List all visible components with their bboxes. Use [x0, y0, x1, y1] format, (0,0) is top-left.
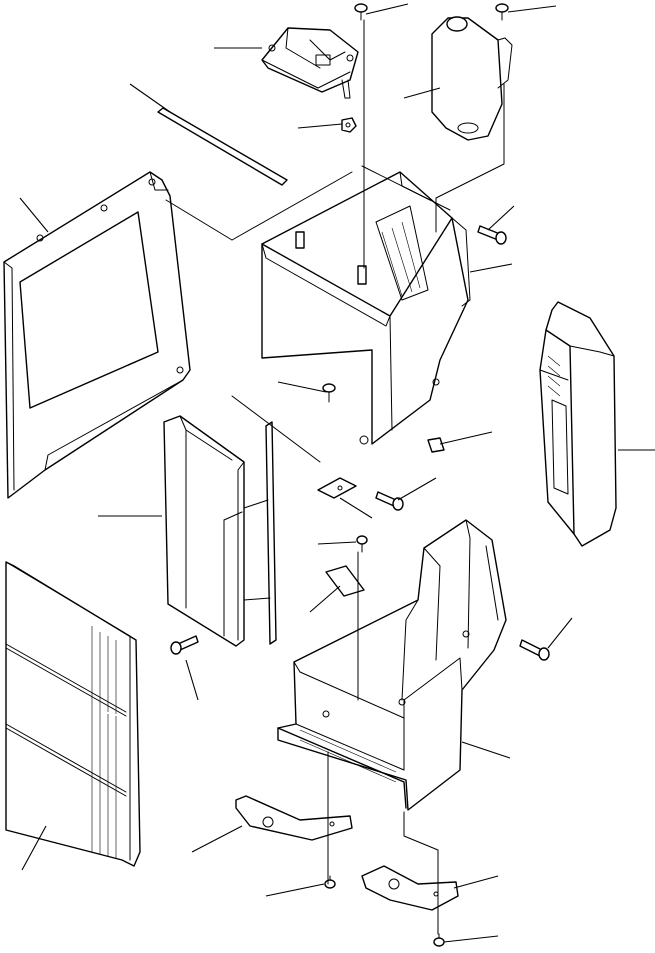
side-panel [3, 171, 191, 499]
bracket-right [361, 865, 459, 911]
assembly-lines [165, 19, 505, 935]
connector [427, 437, 445, 453]
lower-case [277, 519, 507, 811]
nut [341, 117, 357, 133]
pipe-rod [243, 421, 277, 645]
screw-mid [322, 383, 336, 403]
gasket-strip [157, 107, 288, 186]
clip-upper [317, 477, 357, 499]
controller-unit [539, 301, 617, 547]
leader-lines [19, 3, 655, 943]
coil-unit [163, 415, 245, 647]
bracket-left [235, 795, 353, 841]
screw-bottom-left [324, 875, 336, 889]
bolt-center [375, 491, 404, 511]
bolt-right-lower [519, 639, 550, 661]
screw-lower-mid [356, 535, 368, 553]
filter-panel [5, 561, 141, 867]
screw-bottom-right [433, 933, 445, 947]
screw-top-right [495, 3, 509, 21]
reservoir-tank [431, 16, 513, 141]
control-box [261, 27, 359, 99]
upper-bracket [261, 171, 471, 445]
screw-top-center [354, 3, 368, 21]
bolt-left-lower [170, 635, 199, 655]
bolt-right-upper [477, 225, 507, 245]
